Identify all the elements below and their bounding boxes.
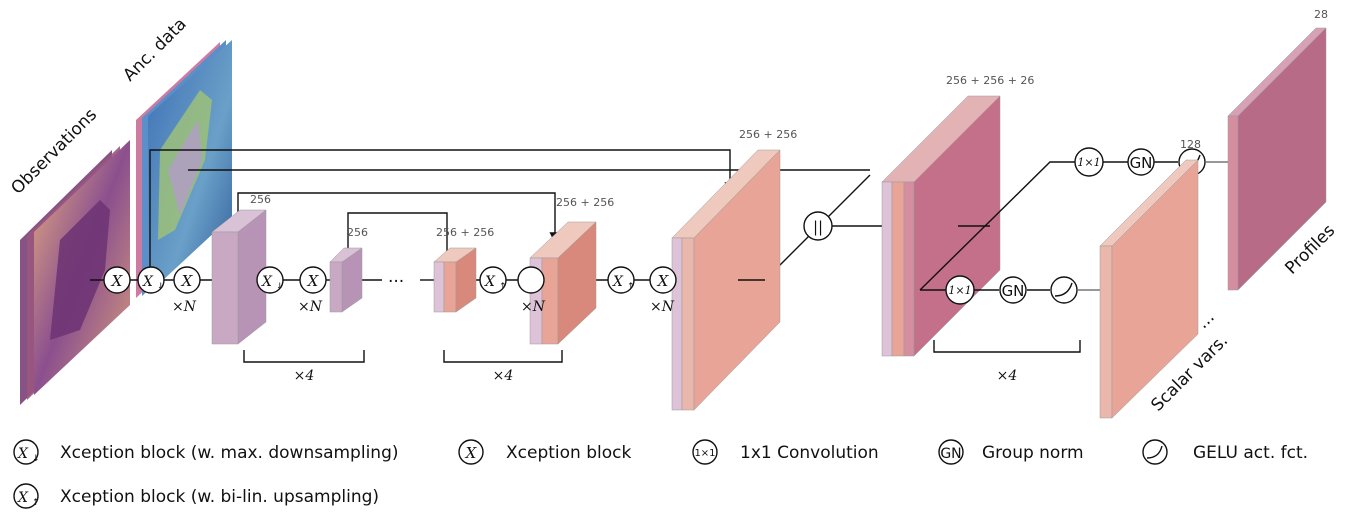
legend-x-label: Xception block (506, 443, 631, 463)
head-bot-conv: 1×1 (945, 275, 975, 305)
svg-text:X: X (111, 272, 124, 290)
decoder-block-3 (671, 149, 781, 411)
dec3-channels: 256 + 256 (739, 128, 797, 141)
xn-label-4: ×N (650, 299, 675, 315)
scalar-vars-block (1099, 159, 1199, 419)
legend-xdown-item: X ↓ Xception block (w. max. downsampling… (13, 439, 399, 465)
xn-label-1: ×N (172, 299, 197, 315)
head-top-conv: 1×1 (1074, 147, 1104, 177)
svg-text:X: X (465, 444, 478, 462)
svg-text:↓: ↓ (157, 282, 165, 292)
svg-text:X: X (181, 272, 194, 290)
svg-text:||: || (813, 218, 823, 236)
svg-text:↓: ↓ (276, 282, 284, 292)
concat-op: || (803, 211, 833, 241)
svg-text:↑: ↑ (32, 498, 40, 508)
observations-stack (20, 140, 130, 405)
ancillary-label: Anc. data (119, 14, 190, 85)
profiles-channels: 28 (1314, 8, 1328, 21)
svg-text:GN: GN (1002, 282, 1025, 300)
legend-conv-item: 1×1 1x1 Convolution (692, 439, 879, 465)
legend-conv-label: 1x1 Convolution (740, 443, 879, 463)
bracket-dec (443, 350, 563, 363)
head-top-gn: GN (1127, 148, 1155, 176)
legend-gn-item: GN Group norm (938, 439, 1084, 465)
dec2-channels: 256 + 256 (556, 196, 614, 209)
svg-text:↓: ↓ (32, 454, 40, 464)
decoder-block-1 (433, 247, 477, 313)
encoder-block-2 (329, 247, 363, 313)
op-xdown-2: X ↓ (256, 266, 284, 294)
op-xdown-1: X ↓ (137, 266, 165, 294)
op-x-4 (517, 266, 545, 294)
svg-text:GN: GN (940, 446, 961, 462)
op-x-3: X (299, 266, 327, 294)
op-x-5: X (649, 266, 677, 294)
svg-text:↑: ↑ (627, 282, 635, 292)
head-top-channels: 128 (1180, 138, 1201, 151)
concat-channels: 256 + 256 + 26 (946, 74, 1034, 87)
op-x-1: X (103, 266, 131, 294)
legend-xup-item: X ↑ Xception block (w. bi-lin. upsamplin… (13, 483, 379, 509)
svg-text:↑: ↑ (499, 282, 507, 292)
svg-text:X: X (307, 272, 320, 290)
head-bot-gelu (1050, 276, 1078, 304)
enc2-channels: 256 (347, 226, 368, 239)
legend-gelu-item: GELU act. fct. (1142, 439, 1308, 465)
head-bot-gn: GN (999, 276, 1027, 304)
dec1-channels: 256 + 256 (436, 226, 494, 239)
svg-text:X: X (484, 274, 496, 290)
bracket-enc (243, 350, 365, 363)
svg-text:1×1: 1×1 (1077, 156, 1100, 169)
svg-text:1×1: 1×1 (694, 448, 715, 459)
bracket-head-label: ×4 (997, 368, 1018, 384)
svg-text:X: X (17, 490, 29, 506)
concat-block (881, 95, 1001, 357)
bracket-dec-label: ×4 (493, 368, 514, 384)
bracket-head (933, 340, 1081, 353)
skip-inner (347, 212, 453, 268)
svg-text:X: X (142, 274, 154, 290)
op-xup-1: X ↑ (479, 266, 507, 294)
head-top-diag (919, 161, 1075, 291)
legend-x-item: X Xception block (458, 439, 631, 465)
legend-xup-label: Xception block (w. bi-lin. upsampling) (60, 487, 379, 507)
ellipsis: ··· (388, 272, 404, 292)
svg-text:X: X (612, 274, 624, 290)
legend-gelu-label: GELU act. fct. (1193, 443, 1308, 463)
svg-text:X: X (261, 274, 273, 290)
skip-long-1 (149, 149, 736, 280)
svg-text:X: X (657, 272, 670, 290)
svg-text:GN: GN (1130, 154, 1153, 172)
xn-label-2: ×N (298, 299, 323, 315)
encoder-block-1 (211, 209, 267, 345)
enc1-channels: 256 (250, 193, 271, 206)
svg-text:X: X (17, 446, 29, 462)
legend-gn-label: Group norm (982, 443, 1084, 463)
ancillary-stack (136, 40, 232, 298)
op-xup-2: X ↑ (607, 266, 635, 294)
xn-label-3: ×N (521, 299, 546, 315)
bracket-enc-label: ×4 (294, 368, 315, 384)
profiles-block (1227, 27, 1327, 291)
legend: X ↓ Xception block (w. max. downsampling… (13, 439, 1308, 509)
op-x-2: X (173, 266, 201, 294)
skip-mid (237, 192, 561, 278)
legend-xdown-label: Xception block (w. max. downsampling) (60, 443, 399, 463)
svg-text:1×1: 1×1 (948, 284, 971, 297)
